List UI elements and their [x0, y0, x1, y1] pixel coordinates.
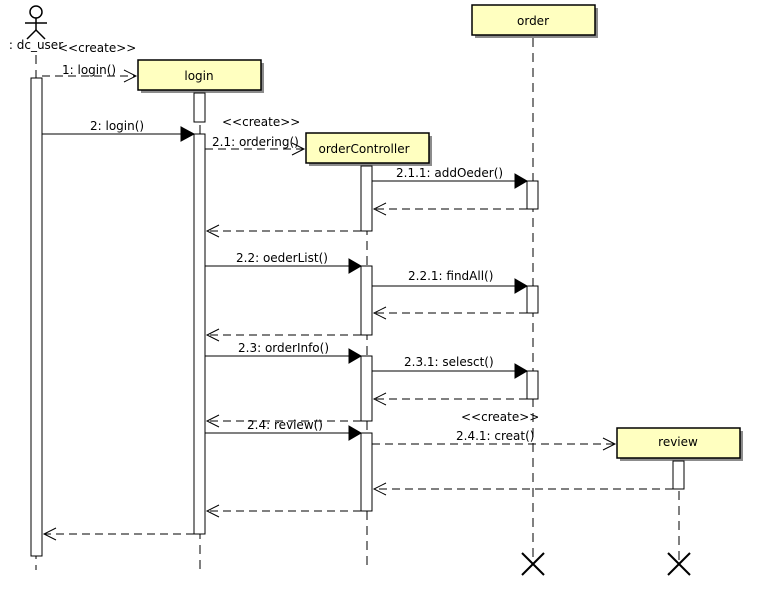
return-2-2-1[interactable] [372, 306, 527, 320]
message-1-label: 1: login() [62, 63, 116, 77]
message-1-login-create[interactable]: 1: login() <<create>> [42, 41, 138, 83]
activation-login [193, 133, 206, 535]
actor-dc-user[interactable]: : dc_user [9, 5, 63, 52]
message-2-1-1-addoeder[interactable]: 2.1.1: addOeder() [372, 166, 528, 189]
filled-arrow-icon [514, 363, 528, 379]
return-2-4[interactable] [205, 504, 361, 518]
filled-arrow-icon [348, 348, 362, 364]
message-2-login[interactable]: 2: login() [42, 119, 196, 142]
actor-label: : dc_user [9, 38, 63, 52]
object-ordercontroller-label: orderController [318, 142, 409, 156]
stereotype-create-review: <<create>> [461, 410, 539, 424]
filled-arrow-icon [180, 126, 196, 142]
message-2-4-1-creat-create[interactable]: 2.4.1: creat() <<create>> [372, 410, 617, 451]
object-ordercontroller[interactable]: orderController [305, 132, 432, 166]
return-2-2[interactable] [205, 328, 361, 342]
message-2-2-label: 2.2: oederList() [236, 251, 328, 265]
message-2-1-ordering-create[interactable]: 2.1: ordering() <<create>> [205, 115, 306, 156]
open-arrow-icon [372, 306, 387, 320]
return-2[interactable] [42, 527, 194, 541]
message-2-4-label: 2.4: review() [247, 418, 323, 432]
activation-review [672, 460, 685, 490]
return-2-1-1[interactable] [372, 202, 527, 216]
actor-stick-figure-icon [25, 5, 47, 40]
open-arrow-icon [123, 69, 138, 83]
stereotype-create-login: <<create>> [58, 41, 136, 55]
activation-controller-3 [360, 355, 373, 422]
activation-controller-2 [360, 265, 373, 336]
filled-arrow-icon [348, 258, 362, 274]
open-arrow-icon [205, 504, 220, 518]
message-2-3-1-selesct[interactable]: 2.3.1: selesct() [372, 355, 528, 379]
open-arrow-icon [291, 142, 306, 156]
filled-arrow-icon [514, 173, 528, 189]
open-arrow-icon [372, 392, 387, 406]
open-arrow-icon [372, 482, 387, 496]
return-2-4-1[interactable] [372, 482, 673, 496]
filled-arrow-icon [514, 278, 528, 294]
message-2-3-orderinfo[interactable]: 2.3: orderInfo() [205, 341, 362, 364]
open-arrow-icon [205, 224, 220, 238]
open-arrow-icon [205, 414, 220, 428]
message-2-label: 2: login() [90, 119, 144, 133]
destroy-review-icon [667, 552, 691, 576]
return-2-1[interactable] [205, 224, 361, 238]
object-login[interactable]: login [137, 59, 264, 93]
message-2-2-1-label: 2.2.1: findAll() [408, 269, 493, 283]
stereotype-create-controller: <<create>> [222, 115, 300, 129]
open-arrow-icon [372, 202, 387, 216]
message-2-4-1-label: 2.4.1: creat() [456, 429, 534, 443]
open-arrow-icon [42, 527, 57, 541]
activation-order-1 [526, 180, 539, 210]
activation-order-2 [526, 285, 539, 314]
message-2-4-review[interactable]: 2.4: review() [205, 418, 362, 441]
message-2-1-1-label: 2.1.1: addOeder() [396, 166, 503, 180]
activation-login-create [193, 92, 206, 123]
object-review[interactable]: review [616, 427, 743, 461]
return-2-3[interactable] [205, 414, 361, 428]
message-2-1-label: 2.1: ordering() [212, 135, 299, 149]
activation-controller-1 [360, 165, 373, 232]
filled-arrow-icon [348, 425, 362, 441]
message-2-3-label: 2.3: orderInfo() [238, 341, 329, 355]
open-arrow-icon [205, 328, 220, 342]
activation-actor [30, 77, 43, 557]
destroy-order-icon [521, 552, 545, 576]
activation-order-3 [526, 370, 539, 400]
return-2-3-1[interactable] [372, 392, 527, 406]
activation-controller-4 [360, 432, 373, 512]
open-arrow-icon [602, 437, 617, 451]
object-order-label: order [517, 14, 549, 28]
message-2-3-1-label: 2.3.1: selesct() [404, 355, 494, 369]
message-2-2-1-findall[interactable]: 2.2.1: findAll() [372, 269, 528, 294]
object-login-label: login [184, 69, 213, 83]
message-2-2-oederlist[interactable]: 2.2: oederList() [205, 251, 362, 274]
object-review-label: review [658, 435, 698, 449]
object-order[interactable]: order [471, 4, 598, 38]
